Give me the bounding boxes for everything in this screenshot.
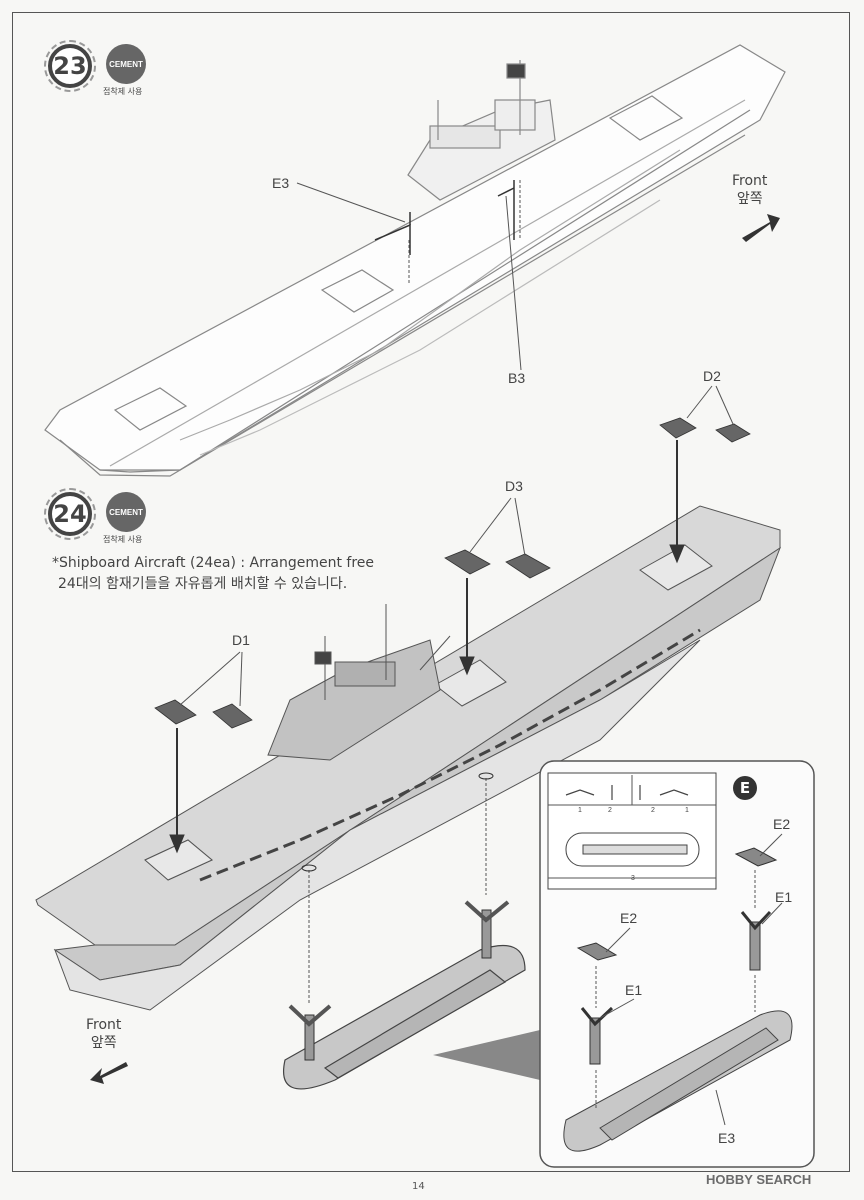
front-label-bottom: Front 앞쪽 <box>86 1016 121 1052</box>
inset-panel <box>433 760 815 1168</box>
runner-num-1b: 1 <box>685 807 689 814</box>
runner-num-3: 3 <box>631 875 635 882</box>
step-24-number: 24 <box>44 488 96 540</box>
label-e3: E3 <box>272 175 290 191</box>
label-e2-mid: E2 <box>620 910 638 926</box>
front-ko-top: 앞쪽 <box>736 191 763 207</box>
aircraft-note: *Shipboard Aircraft (24ea) : Arrangement… <box>52 553 374 595</box>
label-b3: B3 <box>508 370 526 386</box>
front-arrow-bottom <box>90 1062 128 1084</box>
front-ko-bottom: 앞쪽 <box>90 1035 117 1051</box>
cement-ko-step23: 접착제 사용 <box>103 87 143 96</box>
placement-arrows <box>169 440 685 854</box>
label-e1-mid: E1 <box>625 982 643 998</box>
carrier-shaded-step24 <box>35 505 782 1011</box>
watermark: HOBBY SEARCH <box>706 1172 812 1187</box>
aircraft-d3 <box>444 549 551 579</box>
page-number: 14 <box>412 1181 425 1192</box>
display-stand <box>283 944 526 1090</box>
runner-e-badge: E <box>733 776 757 800</box>
aircraft-d1 <box>154 699 253 729</box>
label-e1-right: E1 <box>775 889 793 905</box>
note-ko: 24대의 함재기들을 자유롭게 배치할 수 있습니다. <box>58 576 348 592</box>
step-23-number: 23 <box>44 40 96 92</box>
cement-badge-step23: CEMENT <box>106 44 146 84</box>
label-e3-stand: E3 <box>718 1130 736 1146</box>
cement-badge-step24: CEMENT <box>106 492 146 532</box>
runner-num-2: 2 <box>608 807 612 814</box>
page-frame <box>12 12 850 1172</box>
stand-posts <box>288 900 510 1061</box>
leader-lines-step23 <box>296 180 522 371</box>
part-e3-mast <box>374 212 411 255</box>
part-b3-mast <box>497 180 515 240</box>
carrier-outline-step23 <box>44 44 786 477</box>
label-d3: D3 <box>505 478 523 494</box>
note-en: *Shipboard Aircraft (24ea) : Arrangement… <box>52 555 374 571</box>
cement-ko-step24: 접착제 사용 <box>103 535 143 544</box>
front-label-top: Front 앞쪽 <box>732 172 767 208</box>
label-d2: D2 <box>703 368 721 384</box>
aircraft-d2 <box>659 417 751 443</box>
front-en-top: Front <box>732 173 768 189</box>
front-arrow-top <box>742 214 780 242</box>
front-en-bottom: Front <box>86 1017 122 1033</box>
runner-num-1: 1 <box>578 807 582 814</box>
runner-num-2b: 2 <box>651 807 655 814</box>
label-d1: D1 <box>232 632 250 648</box>
label-e2-right: E2 <box>773 816 791 832</box>
